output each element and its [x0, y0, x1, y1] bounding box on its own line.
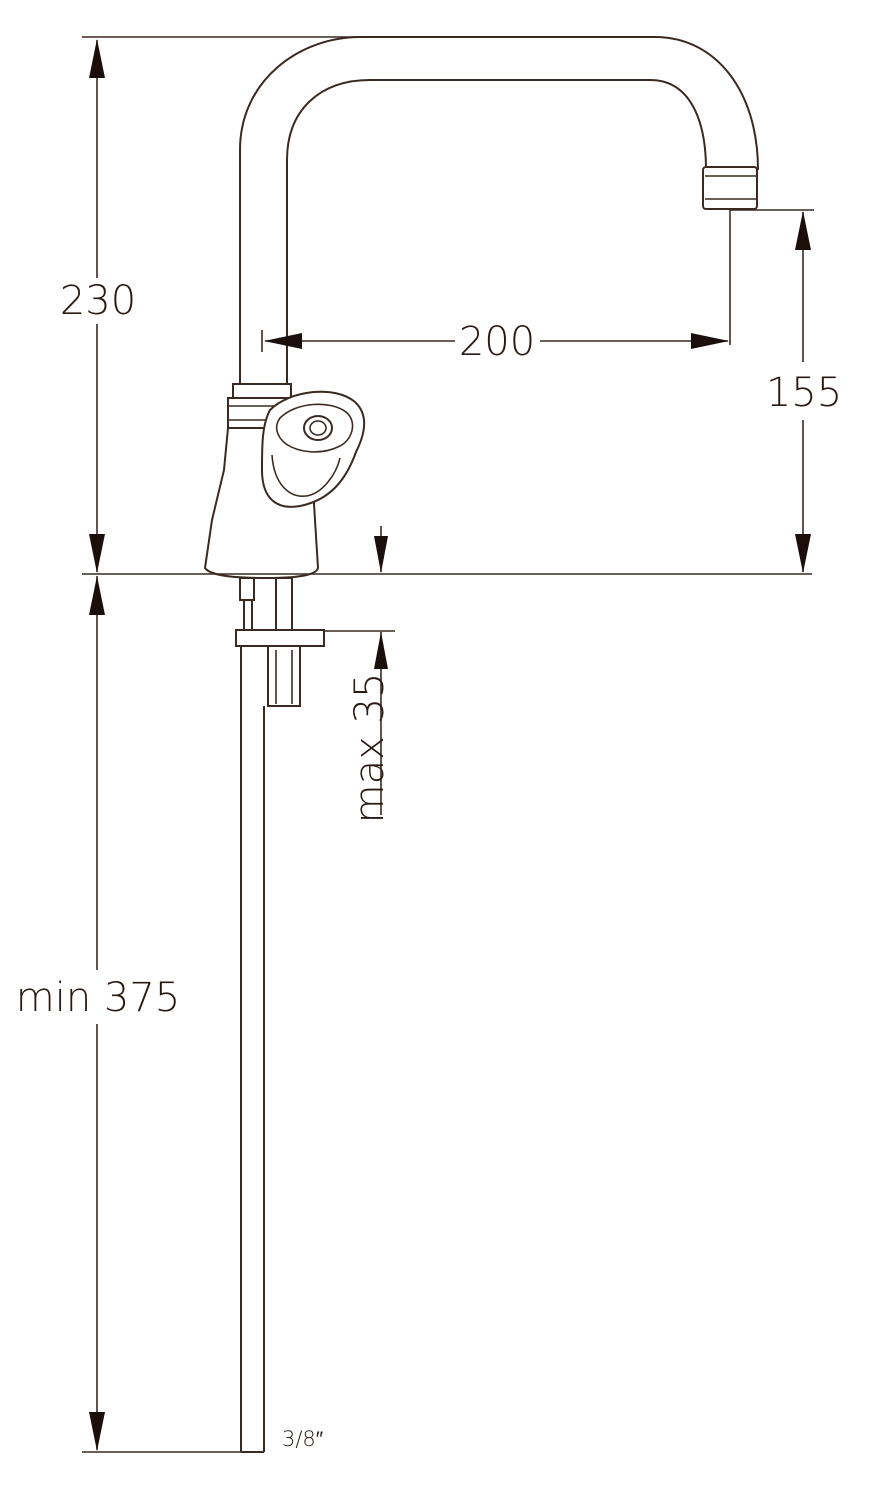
lever-handle: [260, 390, 366, 508]
dim-connection: 3/8″: [282, 1427, 324, 1451]
clamp-plate: [235, 629, 325, 647]
dim-spout-height: 155: [766, 370, 842, 416]
spout-inner: [286, 79, 707, 384]
mount-stud-right: [275, 577, 293, 631]
mount-stud-left: [239, 577, 255, 601]
collar: [232, 383, 292, 399]
dimension-lines: [82, 36, 814, 1453]
dim-reach: 200: [459, 319, 535, 365]
dim-max-clamp: max 35: [347, 673, 393, 824]
handle-button: [303, 415, 333, 441]
dim-total-height: 230: [60, 278, 136, 324]
aerator: [702, 166, 758, 210]
faucet-outline: [203, 36, 759, 1453]
dim-min-hose: min 375: [16, 975, 181, 1021]
clamp-nut: [267, 645, 301, 707]
